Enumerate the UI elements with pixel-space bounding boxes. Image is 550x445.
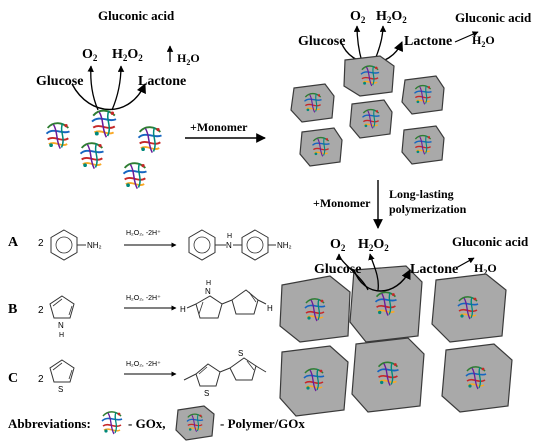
polymer-gox-large-scheme: O2 H2O2 Gluconic acid H2O Glucose Lacton…	[279, 234, 529, 417]
gox-enzyme	[45, 122, 71, 150]
svg-text:S: S	[58, 385, 63, 394]
glucose-label-3: Glucose	[314, 262, 361, 277]
water-label-2: H2O	[472, 33, 495, 49]
free-enzyme-scheme: Gluconic acid H2O O2 H2O2 Glucose Lacton…	[36, 8, 200, 190]
peroxide-label-2: H2O2	[376, 9, 407, 25]
thiophene-structure: S	[49, 359, 75, 394]
gox-legend-icon	[101, 411, 123, 435]
monomer-label-1: +Monomer	[190, 120, 248, 134]
svg-text:NH₂: NH₂	[87, 241, 102, 250]
reaction-a-letter: A	[8, 235, 19, 250]
oxygen-label-3: O2	[330, 237, 346, 253]
peroxide-label-3: H2O2	[358, 237, 389, 253]
reaction-a-coef: 2	[38, 238, 44, 249]
lactone-label-3: Lactone	[410, 262, 458, 277]
reaction-b-coef: 2	[38, 305, 44, 316]
svg-text:NH₂: NH₂	[277, 241, 292, 250]
polymerization-label: polymerization	[389, 202, 467, 216]
polymer-gox-legend-icon	[175, 405, 215, 441]
reaction-b: B 2 N H H₂O₂, -2H⁺ H N H H	[8, 280, 273, 339]
peroxide-label-1: H2O2	[112, 47, 143, 63]
svg-text:N: N	[205, 287, 211, 296]
svg-text:S: S	[204, 389, 209, 398]
gluconic-acid-label-3: Gluconic acid	[452, 234, 529, 249]
reaction-c-coef: 2	[38, 374, 44, 385]
gox-cluster	[45, 109, 163, 190]
reaction-c: C 2 S H₂O₂, -2H⁺ S S	[8, 349, 267, 398]
water-label-3: H2O	[474, 261, 497, 277]
abbreviations-legend: Abbreviations: - GOx, - Polymer/GOx	[8, 405, 305, 441]
reaction-b-letter: B	[8, 302, 17, 317]
svg-text:N: N	[58, 321, 64, 330]
reaction-a-conditions: H₂O₂, -2H⁺	[126, 230, 161, 237]
lactone-label-2: Lactone	[404, 34, 452, 49]
polymer-gox-particles-small	[290, 55, 445, 167]
reaction-a: A 2 NH₂ H₂O₂, -2H⁺ N H NH₂	[8, 229, 292, 261]
svg-text:H: H	[206, 280, 211, 287]
polymer-gox-small-scheme: O2 H2O2 Gluconic acid H2O Glucose Lacton…	[290, 9, 532, 167]
gluconic-acid-label-2: Gluconic acid	[455, 10, 532, 25]
gluconic-acid-label-1: Gluconic acid	[98, 8, 175, 23]
reaction-c-letter: C	[8, 371, 18, 386]
gox-legend-label: - GOx,	[128, 416, 166, 431]
polymer-gox-legend-label: - Polymer/GOx	[220, 416, 305, 431]
aniline-dimer-structure: N H NH₂	[188, 229, 292, 261]
glucose-label-1: Glucose	[36, 74, 83, 89]
long-lasting-label: Long-lasting	[389, 187, 454, 201]
svg-text:H: H	[227, 233, 232, 240]
svg-text:H: H	[267, 304, 273, 313]
water-label-1: H2O	[177, 51, 200, 67]
bipyrrole-structure: H N H H	[180, 280, 273, 319]
bithiophene-structure: S S	[183, 349, 267, 398]
glucose-label-2: Glucose	[298, 34, 345, 49]
svg-text:H: H	[180, 305, 186, 314]
svg-text:N: N	[226, 241, 232, 250]
svg-text:H: H	[59, 332, 64, 339]
pyrrole-structure: N H	[49, 295, 75, 339]
oxygen-label-2: O2	[350, 9, 366, 25]
aniline-structure: NH₂	[50, 229, 102, 261]
svg-text:S: S	[238, 349, 243, 358]
lactone-label-1: Lactone	[138, 74, 186, 89]
monomer-label-2: +Monomer	[313, 196, 371, 210]
abbreviations-title: Abbreviations:	[8, 416, 91, 431]
reaction-c-conditions: H₂O₂, -2H⁺	[126, 361, 161, 368]
polymer-gox-particles-large	[279, 265, 513, 417]
oxygen-label-1: O2	[82, 47, 98, 63]
reaction-b-conditions: H₂O₂, -2H⁺	[126, 295, 161, 302]
